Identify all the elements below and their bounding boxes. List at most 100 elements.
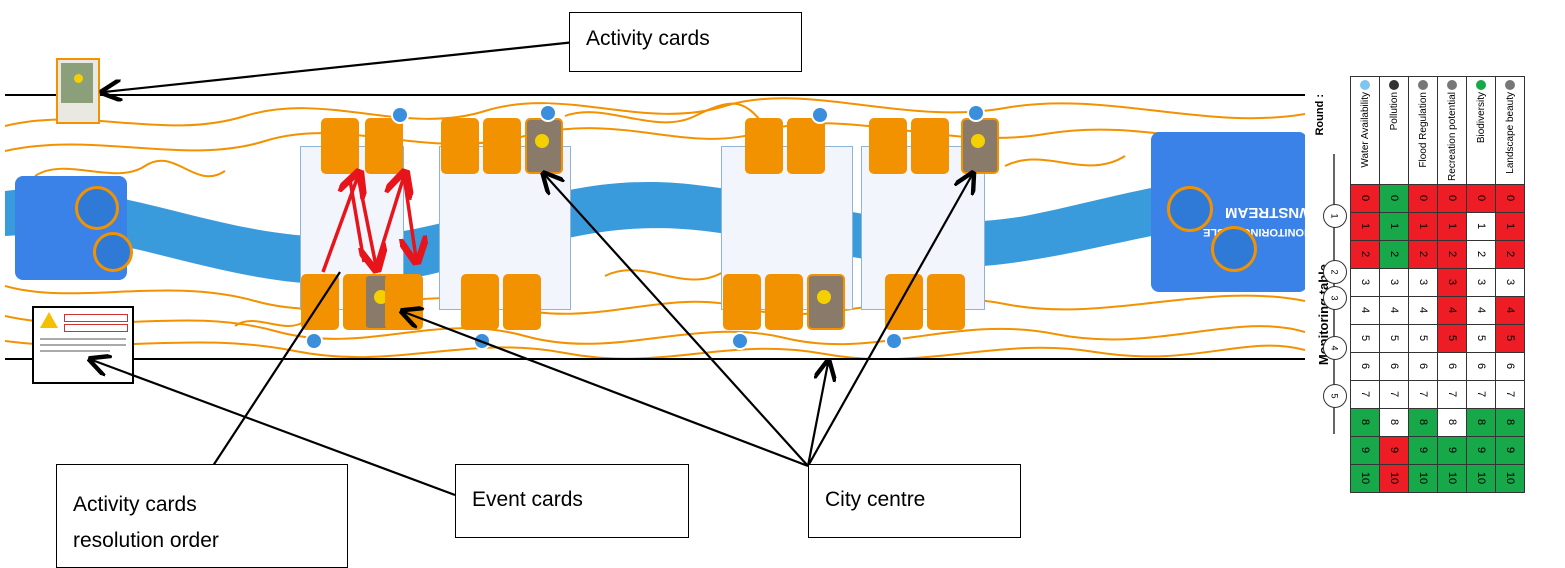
monitoring-cell[interactable]: 10 [1379, 463, 1409, 493]
monitoring-cell[interactable]: 8 [1466, 407, 1496, 437]
monitoring-cell[interactable]: 10 [1437, 463, 1467, 493]
monitoring-cell[interactable]: 5 [1408, 323, 1438, 353]
monitoring-cell[interactable]: 2 [1495, 239, 1525, 269]
monitoring-cell[interactable]: 6 [1379, 351, 1409, 381]
monitoring-cell[interactable]: 2 [1437, 239, 1467, 269]
monitoring-cell[interactable]: 8 [1350, 407, 1380, 437]
round-node: 5 [1323, 384, 1347, 408]
monitoring-cell[interactable]: 4 [1379, 295, 1409, 325]
monitoring-cell[interactable]: 8 [1495, 407, 1525, 437]
monitoring-cell[interactable]: 4 [1466, 295, 1496, 325]
monitoring-cell[interactable]: 6 [1495, 351, 1525, 381]
monitoring-cell[interactable]: 5 [1437, 323, 1467, 353]
monitoring-cell[interactable]: 6 [1350, 351, 1380, 381]
person-icon [1447, 80, 1457, 90]
monitoring-cell[interactable]: 9 [1350, 435, 1380, 465]
activity-card-slot[interactable] [321, 118, 359, 174]
monitoring-cell[interactable]: 1 [1350, 211, 1380, 241]
upstream-circle-2 [93, 232, 133, 272]
city-centre-card[interactable] [525, 118, 563, 174]
sector-number-badge [967, 104, 985, 122]
monitoring-cell[interactable]: 1 [1437, 211, 1467, 241]
monitoring-cell[interactable]: 0 [1408, 183, 1438, 213]
activity-card-slot[interactable] [365, 118, 403, 174]
monitoring-cell[interactable]: 3 [1350, 267, 1380, 297]
activity-card-slot[interactable] [885, 274, 923, 330]
activity-card-slot[interactable] [787, 118, 825, 174]
monitoring-cell[interactable]: 3 [1379, 267, 1409, 297]
monitoring-cell[interactable]: 7 [1379, 379, 1409, 409]
monitoring-cell[interactable]: 9 [1495, 435, 1525, 465]
monitoring-cell[interactable]: 0 [1437, 183, 1467, 213]
monitoring-cell[interactable]: 3 [1466, 267, 1496, 297]
monitoring-cell[interactable]: 2 [1350, 239, 1380, 269]
city-centre-card[interactable] [807, 274, 845, 330]
monitoring-cell[interactable]: 1 [1466, 211, 1496, 241]
monitoring-cell[interactable]: 0 [1350, 183, 1380, 213]
monitoring-cell[interactable]: 9 [1408, 435, 1438, 465]
monitoring-cell[interactable]: 5 [1350, 323, 1380, 353]
monitoring-cell[interactable]: 8 [1437, 407, 1467, 437]
monitoring-table: Round : Monitoring table 1 2 3 4 5 Water… [1310, 64, 1562, 493]
monitoring-cell[interactable]: 10 [1408, 463, 1438, 493]
round-node: 4 [1323, 336, 1347, 360]
monitoring-cell[interactable]: 8 [1408, 407, 1438, 437]
monitoring-cell[interactable]: 3 [1495, 267, 1525, 297]
monitoring-cell[interactable]: 3 [1437, 267, 1467, 297]
activity-card-slot[interactable] [765, 274, 803, 330]
callout-activity-cards: Activity cards [569, 12, 802, 72]
monitoring-cell[interactable]: 6 [1437, 351, 1467, 381]
indicator-header: Biodiversity [1466, 76, 1496, 185]
activity-card-slot[interactable] [911, 118, 949, 174]
activity-card-slot[interactable] [927, 274, 965, 330]
activity-card-slot[interactable] [301, 274, 339, 330]
activity-card-slot[interactable] [869, 118, 907, 174]
activity-card-sample[interactable] [56, 58, 100, 124]
dragonfly-icon [1476, 80, 1486, 90]
monitoring-cell[interactable]: 9 [1466, 435, 1496, 465]
monitoring-cell[interactable]: 5 [1495, 323, 1525, 353]
monitoring-cell[interactable]: 4 [1408, 295, 1438, 325]
monitoring-cell[interactable]: 2 [1466, 239, 1496, 269]
monitoring-cell[interactable]: 8 [1379, 407, 1409, 437]
indicator-header: Flood Regulation [1408, 76, 1438, 185]
activity-card-slot[interactable] [441, 118, 479, 174]
monitoring-cell[interactable]: 10 [1495, 463, 1525, 493]
monitoring-cell[interactable]: 5 [1379, 323, 1409, 353]
monitoring-cell[interactable]: 6 [1408, 351, 1438, 381]
monitoring-cell[interactable]: 4 [1437, 295, 1467, 325]
monitoring-cell[interactable]: 7 [1466, 379, 1496, 409]
monitoring-cell[interactable]: 7 [1495, 379, 1525, 409]
monitoring-cell[interactable]: 3 [1408, 267, 1438, 297]
activity-card-slot[interactable] [745, 118, 783, 174]
monitoring-cell[interactable]: 2 [1408, 239, 1438, 269]
monitoring-cell[interactable]: 2 [1379, 239, 1409, 269]
monitoring-cell[interactable]: 1 [1379, 211, 1409, 241]
monitoring-cell[interactable]: 5 [1466, 323, 1496, 353]
activity-card-slot[interactable] [385, 274, 423, 330]
monitoring-cell[interactable]: 9 [1379, 435, 1409, 465]
monitoring-cell[interactable]: 4 [1495, 295, 1525, 325]
monitoring-cell[interactable]: 1 [1495, 211, 1525, 241]
activity-card-slot[interactable] [503, 274, 541, 330]
activity-card-image [61, 63, 93, 103]
flood-icon [1418, 80, 1428, 90]
activity-card-slot[interactable] [483, 118, 521, 174]
monitoring-cell[interactable]: 9 [1437, 435, 1467, 465]
activity-card-slot[interactable] [461, 274, 499, 330]
monitoring-cell[interactable]: 0 [1495, 183, 1525, 213]
monitoring-cell[interactable]: 4 [1350, 295, 1380, 325]
monitoring-cell[interactable]: 7 [1350, 379, 1380, 409]
city-centre-card[interactable] [961, 118, 999, 174]
activity-card-slot[interactable] [723, 274, 761, 330]
monitoring-cell[interactable]: 10 [1466, 463, 1496, 493]
monitoring-cell[interactable]: 10 [1350, 463, 1380, 493]
monitoring-cell[interactable]: 7 [1408, 379, 1438, 409]
monitoring-cell[interactable]: 7 [1437, 379, 1467, 409]
monitoring-cell[interactable]: 6 [1466, 351, 1496, 381]
indicator-header: Recreation potential [1437, 76, 1467, 185]
monitoring-cell[interactable]: 0 [1379, 183, 1409, 213]
monitoring-cell[interactable]: 1 [1408, 211, 1438, 241]
event-card-sample[interactable] [32, 306, 134, 384]
monitoring-cell[interactable]: 0 [1466, 183, 1496, 213]
